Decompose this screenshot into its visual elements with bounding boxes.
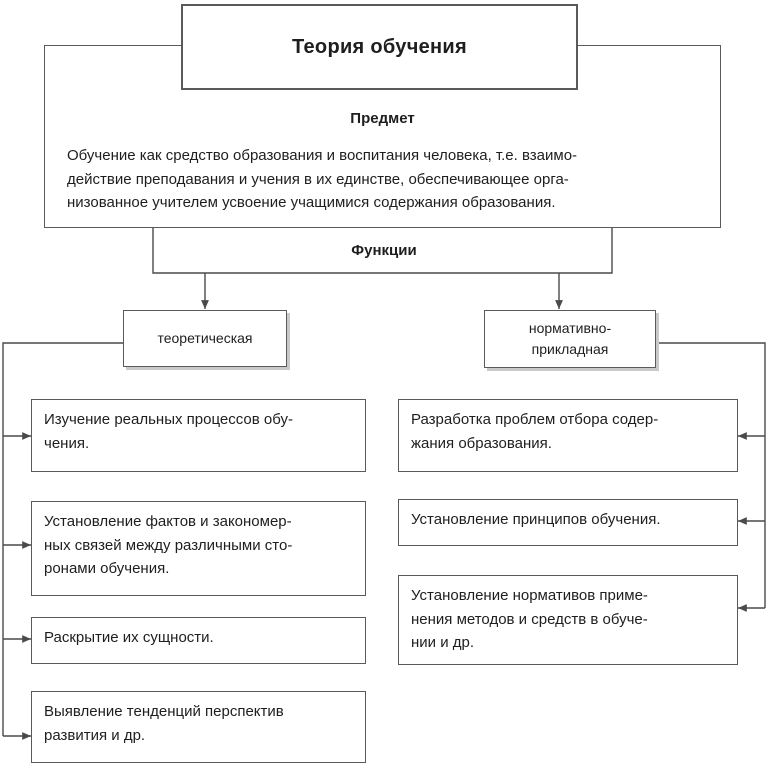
functions-heading: Функции	[351, 242, 417, 259]
subject-line: Обучение как средство образования и восп…	[67, 147, 578, 164]
title-box: Теория обучения	[181, 4, 578, 90]
function-normative-label-line: прикладная	[531, 341, 609, 357]
item-line: чения.	[44, 434, 90, 452]
theoretical-item: Выявление тенденций перспектив развития …	[31, 691, 366, 763]
item-line: ных связей между различными сто-	[44, 536, 293, 554]
item-line: Разработка проблем отбора содер-	[411, 411, 659, 428]
normative-spine	[656, 342, 766, 608]
normative-item: Установление принципов обучения.	[398, 499, 738, 546]
subject-heading: Предмет	[350, 110, 415, 127]
item-line: Установление принципов обучения.	[411, 511, 661, 528]
theoretical-item: Раскрытие их сущности.	[31, 617, 366, 664]
item-line: нения методов и средств в обуче-	[411, 610, 648, 628]
item-line: ронами обучения.	[44, 560, 170, 577]
normative-item: Разработка проблем отбора содер- жания о…	[398, 399, 738, 472]
normative-item: Установление нормативов приме- нения мет…	[398, 575, 738, 665]
subject-description: Обучение как средство образования и восп…	[67, 144, 698, 215]
item-line: Выявление тенденций перспектив	[44, 703, 284, 720]
theoretical-spine	[2, 342, 123, 736]
item-line: Установление фактов и закономер-	[44, 513, 292, 530]
item-line: Установление нормативов приме-	[411, 587, 648, 604]
item-line: нии и др.	[411, 634, 475, 651]
theoretical-item: Изучение реальных процессов обу- чения.	[31, 399, 366, 472]
item-line: Раскрытие их сущности.	[44, 629, 214, 646]
subject-line: низованное учителем усвоение учащимися с…	[67, 194, 556, 211]
subject-line: действие преподавания и учения в их един…	[67, 170, 569, 188]
theoretical-item: Установление фактов и закономер- ных свя…	[31, 501, 366, 596]
item-line: развития и др.	[44, 726, 146, 744]
function-normative: нормативно- прикладная	[484, 310, 656, 368]
function-normative-label-line: нормативно-	[528, 320, 612, 336]
item-line: Изучение реальных процессов обу-	[44, 411, 293, 428]
functions-bracket	[152, 228, 613, 274]
diagram-title: Теория обучения	[291, 35, 467, 58]
function-theoretical-label: теоретическая	[157, 330, 253, 346]
function-theoretical: теоретическая	[123, 310, 287, 367]
item-line: жания образования.	[411, 434, 552, 452]
